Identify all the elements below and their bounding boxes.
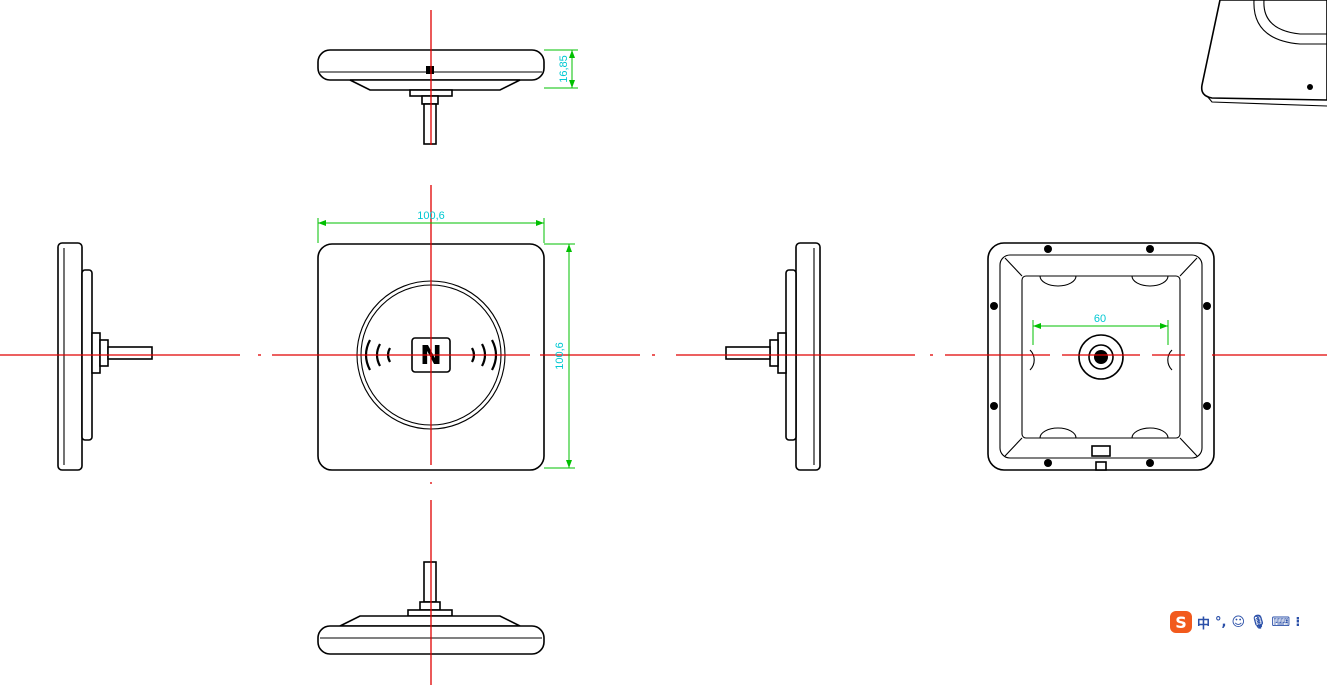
right-side-view — [725, 242, 821, 471]
punctuation-icon[interactable]: °, — [1215, 614, 1227, 630]
keyboard-icon[interactable]: ⌨ — [1271, 614, 1291, 630]
top-edge-view — [317, 49, 545, 145]
ime-toolbar[interactable]: S 中 °, ☺ 🎙 ⌨ ⁝ — [1170, 610, 1300, 634]
emoji-icon[interactable]: ☺ — [1231, 614, 1246, 630]
dimension-thickness: 16,85 — [544, 49, 578, 89]
microphone-icon[interactable]: 🎙 — [1250, 614, 1267, 630]
dimension-thickness-label: 16,85 — [558, 55, 570, 83]
bottom-edge-view — [317, 561, 545, 655]
back-view — [987, 242, 1215, 471]
more-icon[interactable]: ⁝ — [1295, 614, 1301, 630]
dimension-side-height: 100,6 — [544, 243, 575, 469]
chinese-mode-icon[interactable]: 中 — [1197, 616, 1211, 632]
sogou-logo-icon[interactable]: S — [1170, 611, 1192, 633]
isometric-view — [1200, 0, 1327, 107]
dimension-height-label: 100,6 — [554, 342, 566, 370]
dimension-bolt-spacing: 60 — [1032, 313, 1169, 345]
dimension-spacing-label: 60 — [1094, 313, 1106, 325]
left-side-view — [57, 242, 153, 471]
center-lines — [0, 10, 1327, 685]
dimension-top-width: 100,6 — [317, 210, 545, 243]
dimension-width-label: 100,6 — [417, 210, 445, 222]
